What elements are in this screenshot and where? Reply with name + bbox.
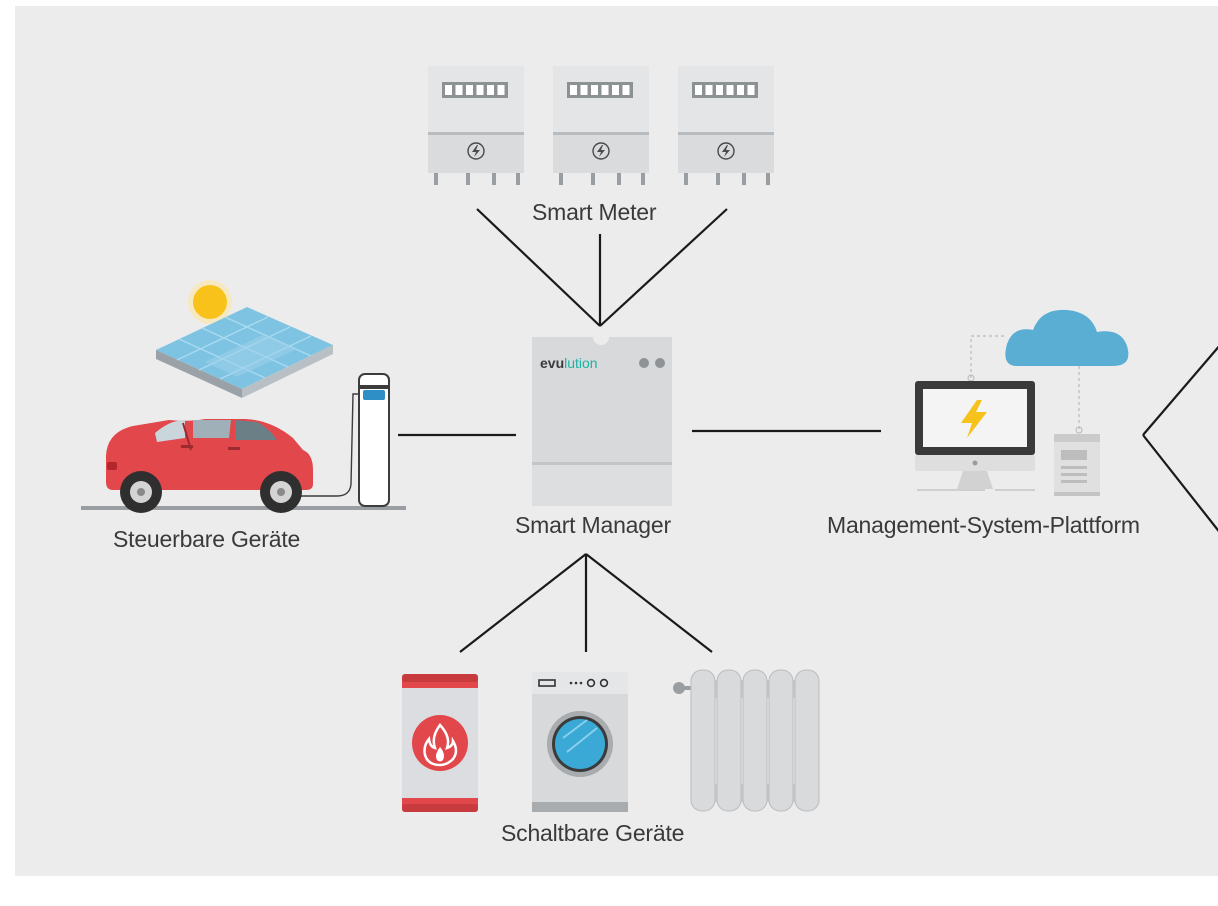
radiator-icon xyxy=(673,669,820,812)
line-platform-offscreen-bottom xyxy=(1142,434,1218,532)
washing-machine-icon xyxy=(532,672,628,812)
diagram-graphics: evulution xyxy=(81,66,1218,812)
diagram-canvas: evulution xyxy=(15,6,1218,876)
cloud-connectors xyxy=(970,335,1080,430)
line-meter3-manager xyxy=(599,208,728,327)
brand-suffix: lution xyxy=(564,355,597,371)
sun-icon xyxy=(188,280,232,324)
cloud-icon xyxy=(1005,309,1129,366)
management-system-plattform-label: Management-System-Plattform xyxy=(827,512,1140,538)
smart-meter-label: Smart Meter xyxy=(532,199,657,225)
svg-text:evulution: evulution xyxy=(540,355,598,371)
line-manager-boiler xyxy=(459,553,587,653)
solar-panel-icon xyxy=(156,307,333,398)
line-platform-offscreen-top xyxy=(1142,345,1218,436)
connection-lines xyxy=(398,208,1218,653)
charging-station-icon xyxy=(280,373,390,507)
smart-meter-icon xyxy=(553,66,649,185)
steuerbare-geraete-label: Steuerbare Geräte xyxy=(113,526,301,552)
line-manager-radiator xyxy=(585,553,713,653)
smart-meter-icon xyxy=(428,66,524,185)
ground-line xyxy=(81,506,406,510)
smart-meter-icon xyxy=(678,66,774,185)
schaltbare-geraete-label: Schaltbare Geräte xyxy=(501,820,685,846)
smart-manager-label: Smart Manager xyxy=(515,512,671,538)
server-icon xyxy=(1054,434,1100,496)
brand-prefix: evu xyxy=(540,355,564,371)
monitor-icon xyxy=(915,381,1035,491)
boiler-icon xyxy=(402,674,478,812)
line-meter1-manager xyxy=(476,208,601,327)
electric-car-icon xyxy=(106,419,313,513)
smart-manager-device-icon: evulution xyxy=(532,337,672,506)
